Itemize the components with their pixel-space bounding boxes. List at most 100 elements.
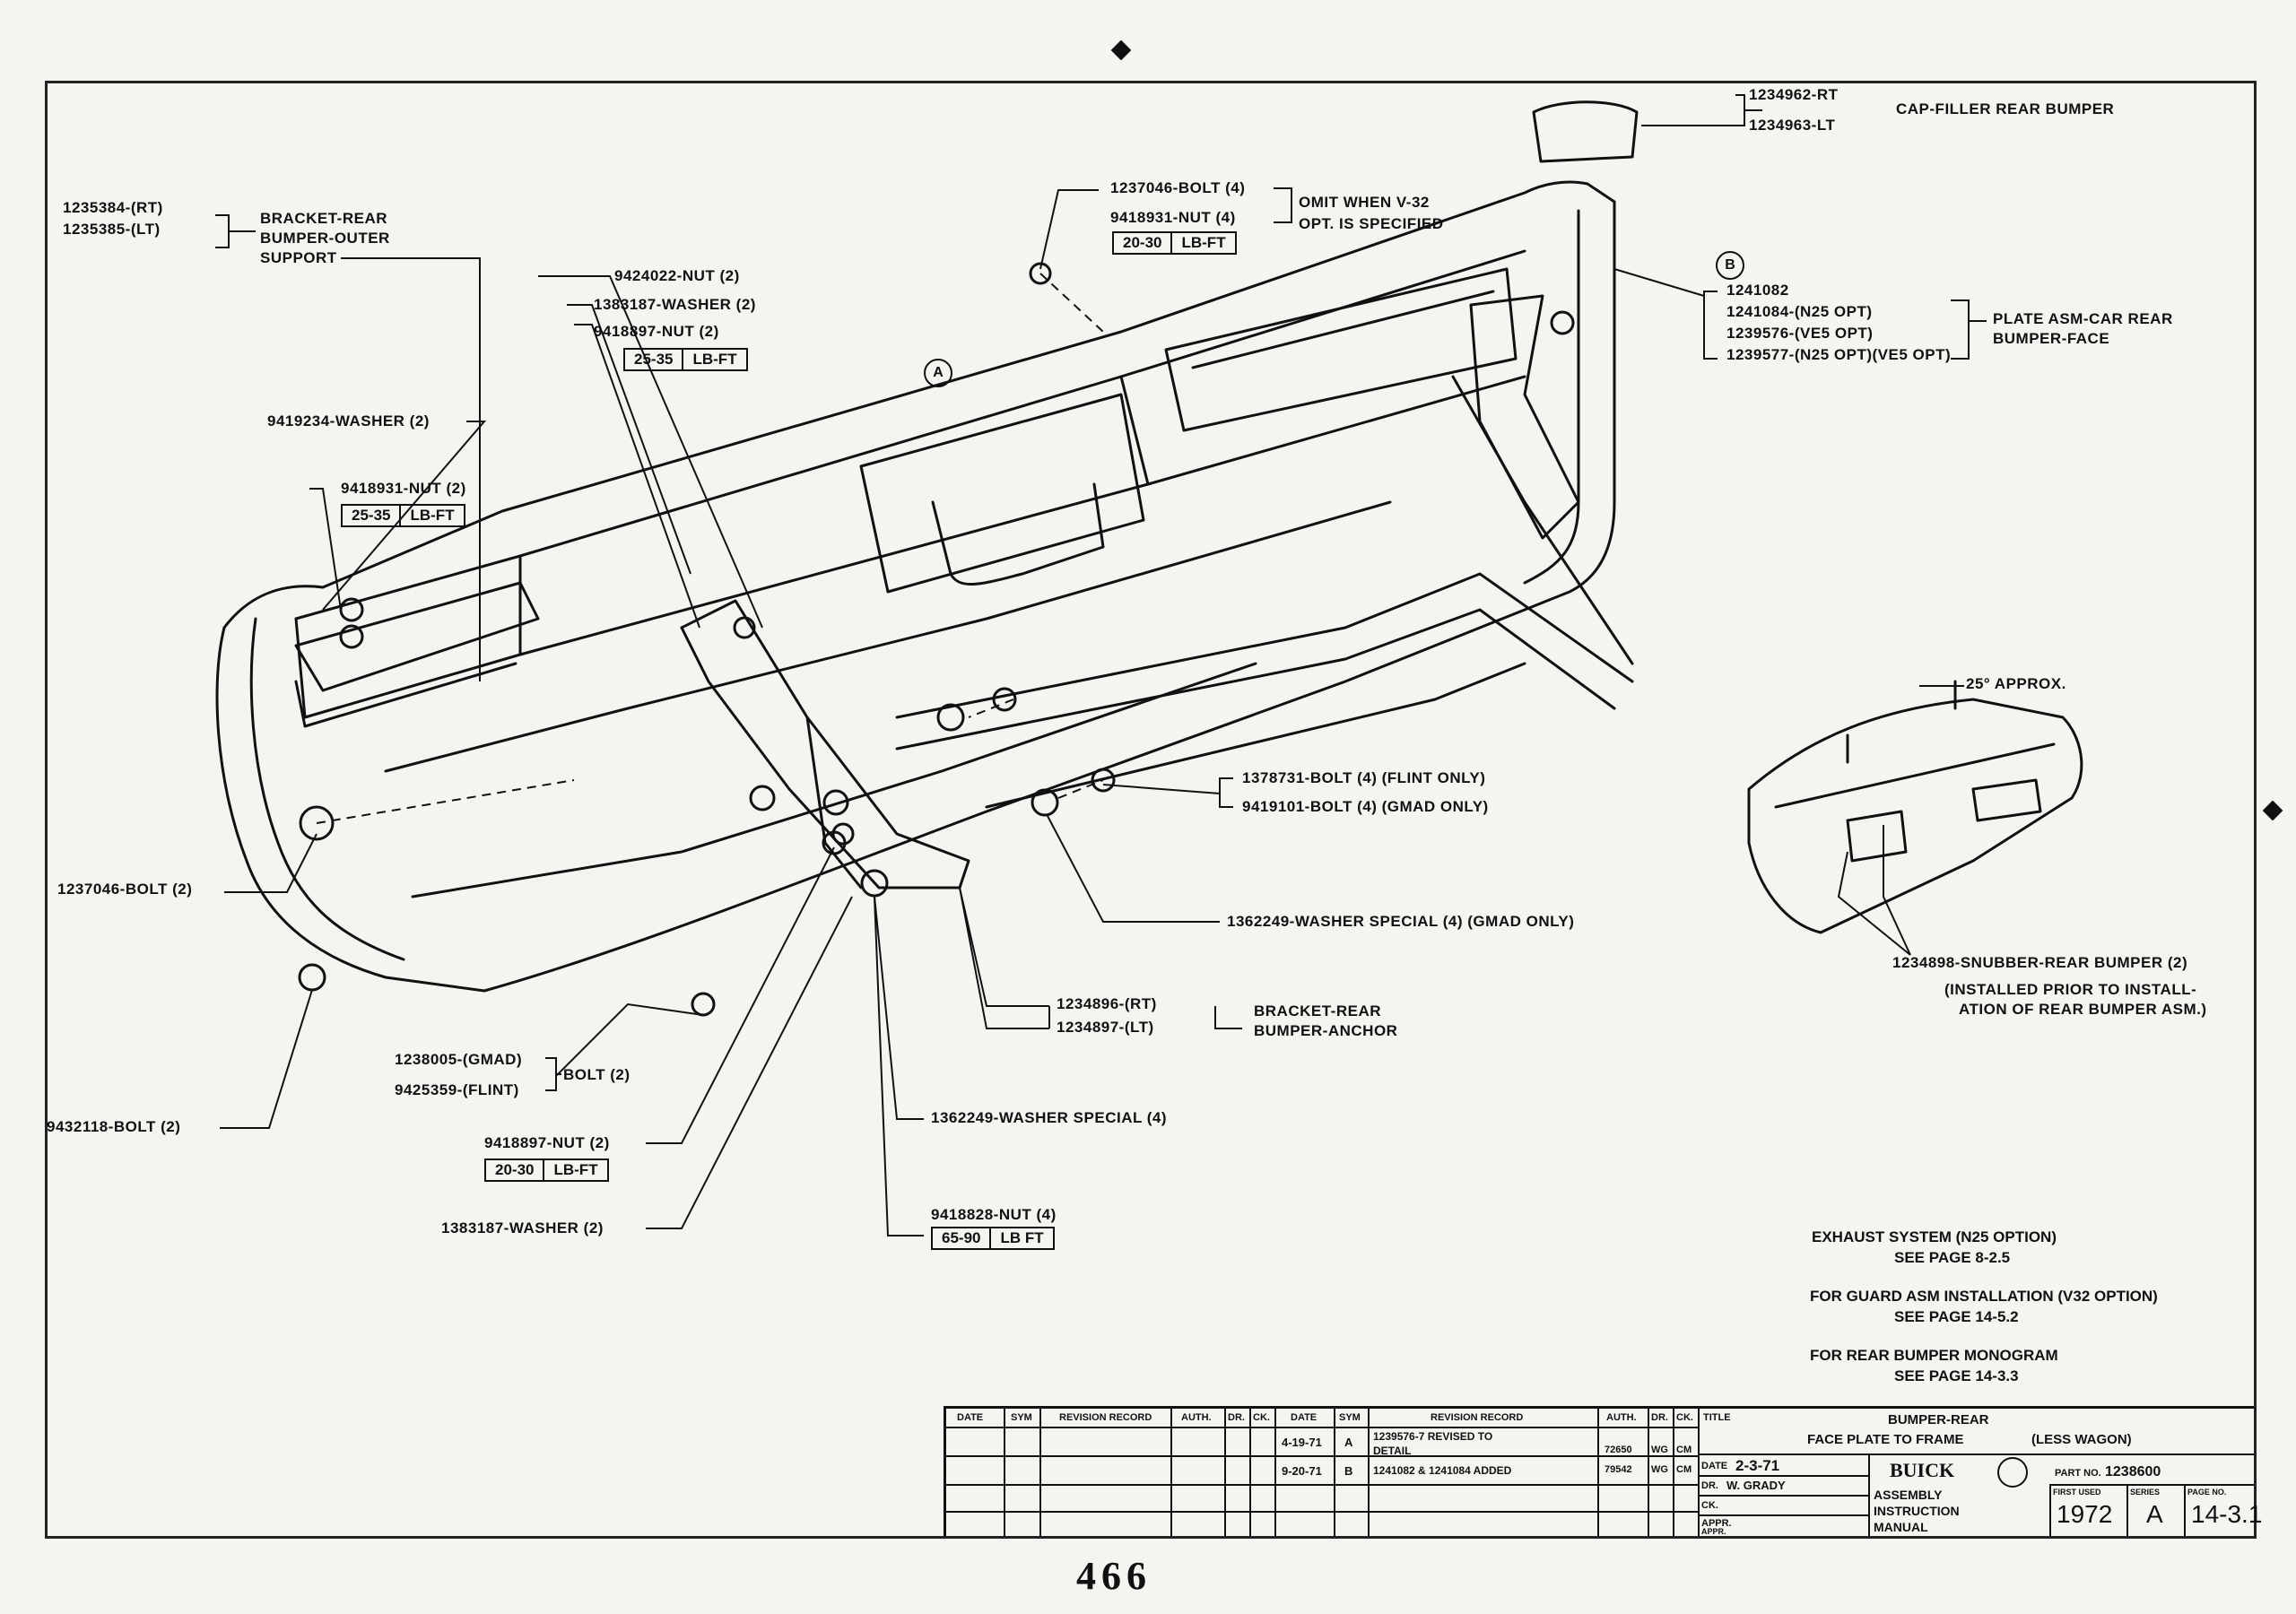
label-omit-note: OMIT WHEN V-32 (1299, 194, 1430, 211)
label-plate-1: 1241082 (1726, 282, 1789, 299)
tb-h-auth-2: AUTH. (1606, 1412, 1637, 1423)
label-cap-rt: 1234962-RT (1749, 86, 1839, 103)
label-nut-9418897-bottom: 9418897-NUT (2) (484, 1134, 610, 1151)
tb-h-dr-2: DR. (1651, 1412, 1668, 1423)
title-block: DATE SYM REVISION RECORD AUTH. DR. CK. D… (944, 1406, 2262, 1536)
label-bracket-outer-desc2: BUMPER-OUTER (260, 230, 390, 247)
tb-col-2 (1039, 1409, 1041, 1536)
tb-appr-label: APPR. (1701, 1518, 1732, 1529)
rev1-dr: WG (1651, 1445, 1668, 1455)
tb-page-label: PAGE NO. (2187, 1488, 2227, 1497)
label-washer-1383187-bottom: 1383187-WASHER (2) (441, 1219, 604, 1237)
tb-col-8 (1368, 1409, 1370, 1536)
rev2-ck: CM (1676, 1464, 1692, 1475)
label-plate-4: 1239577-(N25 OPT)(VE5 OPT) (1726, 346, 1952, 363)
tb-col-5 (1249, 1409, 1251, 1536)
label-snubber-note: (INSTALLED PRIOR TO INSTALL- (1944, 981, 2197, 998)
label-bolt-group-suffix: BOLT (2) (563, 1066, 631, 1083)
tb-h-record: REVISION RECORD (1059, 1412, 1152, 1423)
callout-b: B (1716, 251, 1744, 280)
tb-part-label: PART NO. (2055, 1468, 2101, 1479)
rev2-date: 9-20-71 (1282, 1464, 1322, 1478)
tb-first-used: 1972 (2057, 1500, 2113, 1528)
tb-col-3 (1170, 1409, 1172, 1536)
tb-first-used-left (2049, 1484, 2051, 1536)
rev2-auth: 79542 (1605, 1464, 1632, 1475)
note-monogram-page: SEE PAGE 14-3.3 (1894, 1367, 2019, 1384)
tb-h-auth: AUTH. (1181, 1412, 1212, 1423)
label-plate-desc2: BUMPER-FACE (1993, 330, 2110, 347)
label-cap-desc: CAP-FILLER REAR BUMPER (1767, 100, 2114, 118)
tb-date: 2-3-71 (1735, 1457, 1780, 1474)
tb-series-left (2126, 1484, 2128, 1536)
tb-col-12 (1698, 1409, 1700, 1536)
tb-h-sym-2: SYM (1339, 1412, 1361, 1423)
tb-ck-line (1698, 1514, 1868, 1516)
cap-desc-text: CAP-FILLER REAR BUMPER (1896, 100, 2115, 117)
bracket-mark-bolt-group (545, 1057, 561, 1091)
tb-series: A (2146, 1500, 2163, 1528)
buick-emblem-icon (1997, 1457, 2028, 1488)
label-bolt-9419101: 9419101-BOLT (4) (GMAD ONLY) (1242, 798, 1489, 815)
label-bracket-anchor-rt: 1234896-(RT) (1057, 995, 1157, 1012)
note-monogram: FOR REAR BUMPER MONOGRAM (1810, 1347, 2058, 1364)
label-bracket-anchor-desc: BRACKET-REAR (1254, 1002, 1381, 1020)
tb-title1: BUMPER-REAR (1888, 1412, 1989, 1427)
label-bracket-anchor-lt: 1234897-(LT) (1057, 1019, 1154, 1036)
tb-h-sym: SYM (1011, 1412, 1032, 1423)
tb-col-7 (1334, 1409, 1335, 1536)
tb-col-6 (1274, 1409, 1276, 1536)
tb-series-label: SERIES (2130, 1488, 2161, 1497)
tb-col-11 (1673, 1409, 1674, 1536)
page-number: 466 (1076, 1554, 1152, 1598)
tb-brand: BUICK (1890, 1459, 1955, 1481)
tb-manual3: MANUAL (1874, 1520, 1928, 1534)
tb-row-line-2 (946, 1484, 1698, 1486)
tb-row-line-1 (946, 1455, 1698, 1457)
label-nut-9418897-top: 9418897-NUT (2) (594, 323, 719, 340)
label-nut-9418828: 9418828-NUT (4) (931, 1206, 1057, 1223)
label-bracket-outer-desc3: SUPPORT (260, 249, 337, 266)
label-bracket-anchor-desc2: BUMPER-ANCHOR (1254, 1022, 1398, 1039)
label-washer-1383187-top: 1383187-WASHER (2) (594, 296, 756, 313)
rev1-date: 4-19-71 (1282, 1436, 1322, 1449)
label-nut-9418931-left: 9418931-NUT (2) (341, 480, 466, 497)
label-bolt-1237046-top: 1237046-BOLT (4) (1110, 179, 1246, 196)
label-omit-note2: OPT. IS SPECIFIED (1299, 215, 1444, 232)
drawing-frame (45, 81, 2257, 1539)
label-plate-desc: PLATE ASM-CAR REAR (1993, 310, 2173, 327)
note-guard: FOR GUARD ASM INSTALLATION (V32 OPTION) (1810, 1288, 2158, 1305)
label-snubber-note2: ATION OF REAR BUMPER ASM.) (1959, 1001, 2207, 1018)
label-bracket-outer-rt: 1235384-(RT) (63, 199, 163, 216)
rev2-dr: WG (1651, 1464, 1668, 1475)
label-bracket-outer-desc: BRACKET-REAR (260, 210, 387, 227)
tb-appr2-label: APPR. (1701, 1527, 1726, 1536)
tb-first-used-label: FIRST USED (2053, 1488, 2101, 1497)
tb-title-line (1698, 1453, 2254, 1455)
note-exhaust: EXHAUST SYSTEM (N25 OPTION) (1812, 1228, 2057, 1245)
tb-header-line (946, 1427, 1698, 1428)
tb-h-date-2: DATE (1291, 1412, 1318, 1423)
label-nut-9418931-top: 9418931-NUT (4) (1110, 209, 1236, 226)
tb-dr-label: DR. (1701, 1480, 1718, 1491)
tb-title-label: TITLE (1703, 1412, 1731, 1423)
rev1-auth: 72650 (1605, 1445, 1632, 1455)
tb-h-ck-2: CK. (1676, 1412, 1693, 1423)
tb-title3: (LESS WAGON) (2031, 1432, 2132, 1447)
label-bolt-1378731: 1378731-BOLT (4) (FLINT ONLY) (1242, 769, 1486, 786)
label-snubber: 1234898-SNUBBER-REAR BUMPER (2) (1892, 954, 2188, 971)
label-bolt-1237046-left: 1237046-BOLT (2) (57, 881, 193, 898)
tb-manual1: ASSEMBLY (1874, 1488, 1943, 1502)
tb-part-line (2049, 1484, 2254, 1486)
tb-col-9 (1597, 1409, 1599, 1536)
tb-dr-line (1698, 1495, 1868, 1497)
tb-row-line-3 (946, 1511, 1698, 1513)
label-washer-special-bottom: 1362249-WASHER SPECIAL (4) (931, 1109, 1168, 1126)
tb-page-left (2184, 1484, 2186, 1536)
label-bolt-9425359: 9425359-(FLINT) (395, 1081, 519, 1098)
